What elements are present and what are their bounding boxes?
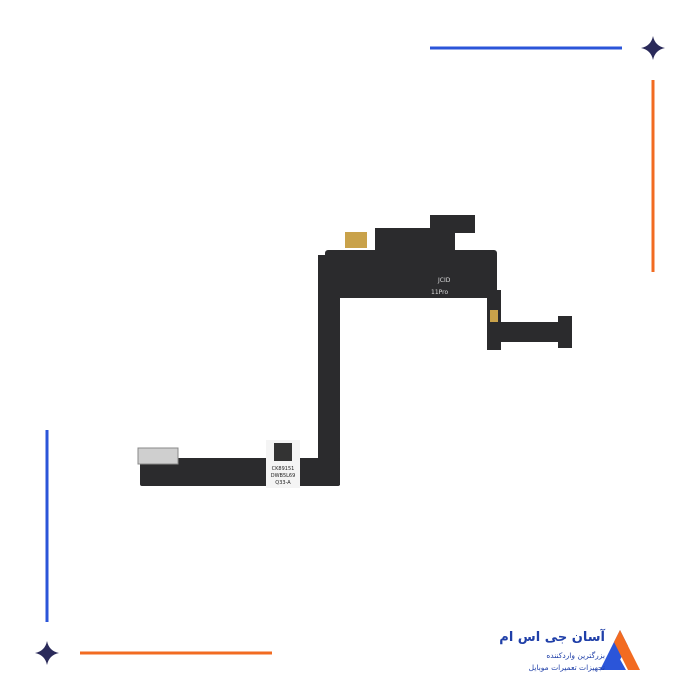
cable-model: 11Pro <box>431 289 448 296</box>
brand-name: آسان جی اس ام <box>499 630 605 645</box>
brand-tagline: بزرگترین واردکننده <box>546 651 605 660</box>
qr-code <box>274 443 292 461</box>
sparkle-icon <box>35 641 59 665</box>
connector-pad <box>345 232 367 248</box>
stiffener-plate <box>137 447 179 465</box>
connector-pad <box>490 310 498 322</box>
label-line: CK89151 <box>272 466 295 472</box>
cable-brand: JCID <box>437 277 451 284</box>
label-line: DWB5L69 <box>271 473 296 479</box>
sparkle-icon <box>641 36 665 60</box>
brand-logo-icon <box>600 630 640 670</box>
flex-cable <box>140 215 572 486</box>
brand-logo: آسان جی اس ام بزرگترین واردکننده تجهیزات… <box>499 630 665 675</box>
brand-tagline: تجهیزات تعمیرات موبایل <box>528 663 605 672</box>
label-line: Q33-A <box>275 480 291 486</box>
